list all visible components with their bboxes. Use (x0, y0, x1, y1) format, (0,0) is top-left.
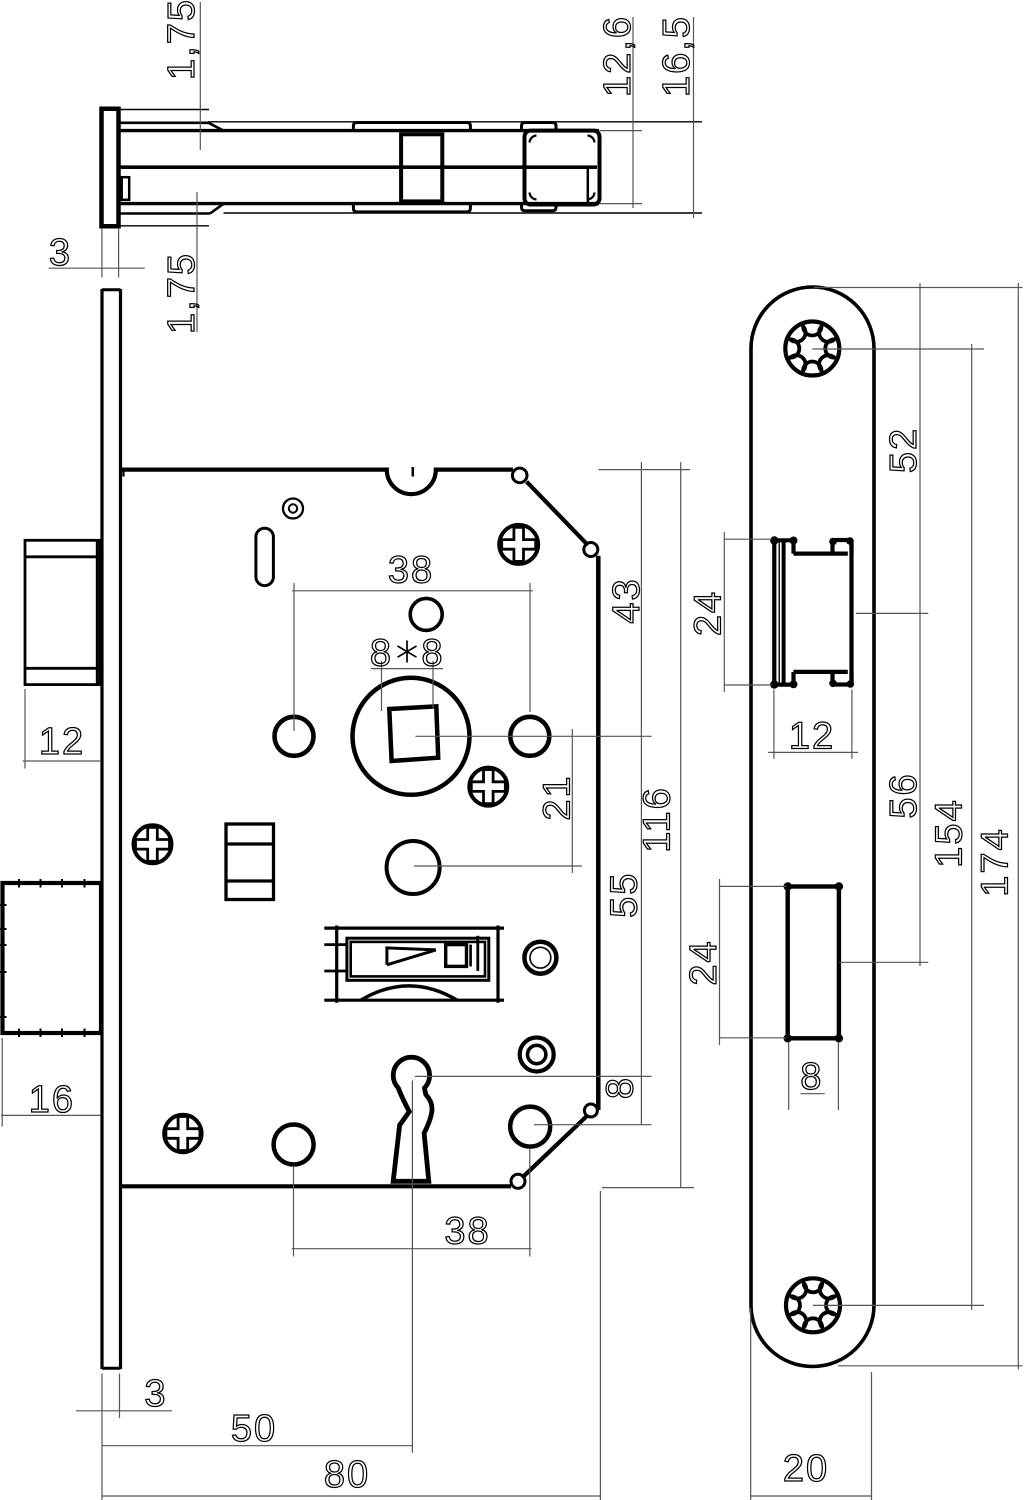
svg-text:21: 21 (537, 774, 579, 820)
svg-text:1,75: 1,75 (161, 0, 203, 80)
svg-text:3: 3 (144, 1373, 167, 1415)
svg-text:8: 8 (421, 632, 444, 674)
svg-text:56: 56 (883, 772, 925, 818)
svg-text:12: 12 (789, 716, 835, 758)
svg-text:24: 24 (687, 590, 729, 636)
svg-text:1,75: 1,75 (161, 252, 203, 334)
svg-text:154: 154 (929, 798, 971, 867)
svg-text:174: 174 (975, 827, 1017, 896)
svg-text:24: 24 (683, 939, 725, 985)
svg-text:20: 20 (783, 1448, 829, 1490)
svg-text:3: 3 (49, 232, 72, 274)
svg-text:38: 38 (444, 1211, 490, 1253)
svg-text:12,6: 12,6 (597, 15, 639, 97)
svg-text:50: 50 (231, 1408, 277, 1450)
svg-text:16: 16 (29, 1079, 75, 1121)
svg-text:80: 80 (324, 1454, 370, 1496)
svg-text:8: 8 (800, 1056, 823, 1098)
svg-text:8: 8 (600, 1076, 642, 1099)
svg-text:8: 8 (370, 632, 393, 674)
svg-text:12: 12 (39, 721, 85, 763)
svg-text:43: 43 (606, 577, 648, 623)
svg-text:52: 52 (883, 427, 925, 473)
svg-text:55: 55 (604, 872, 646, 918)
svg-text:38: 38 (388, 549, 434, 591)
svg-text:116: 116 (636, 786, 678, 853)
svg-text:16,5: 16,5 (656, 15, 698, 97)
